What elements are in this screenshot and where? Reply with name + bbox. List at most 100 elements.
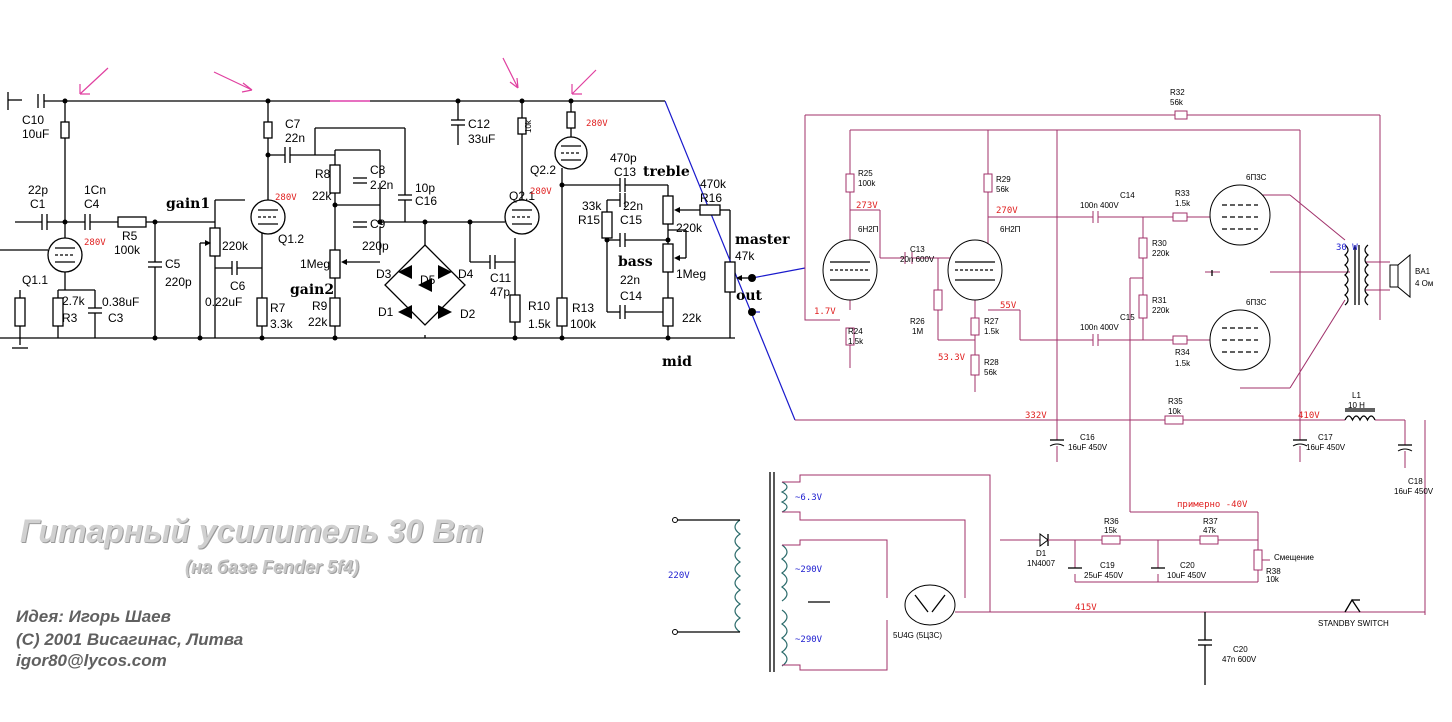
- label-r36: R36: [1104, 517, 1119, 526]
- label-r16-value: 470k: [700, 177, 727, 191]
- poweramp-wiring: [795, 114, 1426, 615]
- label-r36-value: 15k: [1104, 526, 1118, 535]
- label-bias: Смещение: [1274, 553, 1315, 562]
- label-c9: C9: [370, 217, 386, 231]
- label-c12-value: 33uF: [468, 132, 495, 146]
- label-r25-value: 100k: [858, 179, 876, 188]
- label-c16: C16: [415, 194, 437, 208]
- label-r30-value: 220k: [1152, 249, 1170, 258]
- page-subtitle: (на базе Fender 5f4): [185, 557, 360, 577]
- poweramp-labels: R32 56k R25 100k 273V 6Н2П R29 56k 270V …: [814, 88, 1433, 377]
- label-rectifier: 5U4G (5Ц3С): [893, 631, 942, 640]
- label-c18: C18: [1408, 477, 1423, 486]
- label-r34: R34: [1175, 348, 1190, 357]
- voltage-q11: 280V: [84, 238, 106, 248]
- label-bass-pot: 1Meg: [676, 267, 706, 281]
- label-c13: C13: [614, 165, 636, 179]
- label-d1s-value: 1N4007: [1027, 559, 1056, 568]
- label-q12: Q1.2: [278, 232, 304, 246]
- label-c10-value: 10uF: [22, 127, 49, 141]
- label-r31-value: 220k: [1152, 306, 1170, 315]
- voltage-q21: 280V: [530, 187, 552, 197]
- label-r35-value: 10k: [1168, 407, 1182, 416]
- power-supply: [672, 472, 1425, 685]
- label-bass: bass: [618, 254, 653, 270]
- label-c14-value: 22n: [620, 273, 640, 287]
- label-standby: STANDBY SWITCH: [1318, 619, 1389, 628]
- label-r3-value: 2.7k: [62, 294, 86, 308]
- label-c20-value: 10uF 450V: [1167, 571, 1207, 580]
- label-c14p: C14: [1120, 191, 1135, 200]
- label-r38: R38: [1266, 567, 1281, 576]
- label-c13-value: 470p: [610, 151, 637, 165]
- label-r26-value: 1M: [912, 327, 923, 336]
- label-d1: D1: [378, 305, 394, 319]
- label-treble-pot: 220k: [676, 221, 703, 235]
- label-d4: D4: [458, 267, 474, 281]
- label-mid-pot: 22k: [682, 311, 702, 325]
- label-r9: R9: [312, 299, 328, 313]
- credit-copyright: (C) 2001 Висагинас, Литва: [16, 630, 244, 649]
- label-r26: R26: [910, 317, 925, 326]
- voltage-53-3: 53.3V: [938, 353, 966, 363]
- label-r10: R10: [528, 299, 550, 313]
- label-r8: R8: [315, 167, 331, 181]
- label-r7-value: 3.3k: [270, 317, 294, 331]
- voltage-270: 270V: [996, 206, 1018, 216]
- label-sec-290a: ~290V: [795, 565, 823, 575]
- label-mid: mid: [662, 354, 692, 370]
- label-c12: C12: [468, 117, 490, 131]
- label-res-q21: 10k: [524, 119, 533, 133]
- label-c6-value: 0.22uF: [205, 295, 242, 309]
- label-master: master: [735, 232, 790, 248]
- label-c20b: C20: [1233, 645, 1248, 654]
- label-r30: R30: [1152, 239, 1167, 248]
- voltage-410: 410V: [1298, 411, 1320, 421]
- label-r29-value: 56k: [996, 185, 1010, 194]
- label-c8-value: 2.2n: [370, 178, 393, 192]
- label-r5-value: 100k: [114, 243, 141, 257]
- annotation-arrows: [79, 57, 597, 95]
- label-r9-value: 22k: [308, 315, 328, 329]
- label-r16: R16: [700, 191, 722, 205]
- credit-email[interactable]: igor80@lycos.com: [16, 651, 167, 670]
- label-c15p: C15: [1120, 313, 1135, 322]
- label-r33: R33: [1175, 189, 1190, 198]
- label-ba1-value: 4 Ом: [1415, 279, 1433, 288]
- label-r31: R31: [1152, 296, 1167, 305]
- label-r28-value: 56k: [984, 368, 998, 377]
- preamp-wiring: [0, 92, 806, 421]
- label-r27: R27: [984, 317, 999, 326]
- label-c7: C7: [285, 117, 301, 131]
- label-mains: 220V: [668, 571, 690, 581]
- label-c5-value: 220p: [165, 275, 192, 289]
- label-gain1-pot: 220k: [222, 239, 249, 253]
- label-r34-value: 1.5k: [1175, 359, 1191, 368]
- label-watts: 30 W: [1336, 243, 1358, 253]
- label-r8-value: 22k: [312, 189, 332, 203]
- label-c13p-value: 20n 600V: [900, 255, 935, 264]
- label-r5: R5: [122, 229, 138, 243]
- label-c19: C19: [1100, 561, 1115, 570]
- label-c18-value: 16uF 450V: [1394, 487, 1434, 496]
- label-d1s: D1: [1036, 549, 1047, 558]
- label-c13p: C13: [910, 245, 925, 254]
- label-c16s: C16: [1080, 433, 1095, 442]
- label-c7-value: 22n: [285, 131, 305, 145]
- label-r15: R15: [578, 213, 600, 227]
- label-c8: C8: [370, 163, 386, 177]
- voltage-415: 415V: [1075, 603, 1097, 613]
- label-r29: R29: [996, 175, 1011, 184]
- label-c19-value: 25uF 450V: [1084, 571, 1124, 580]
- junction-dots: [62, 98, 756, 341]
- label-r35: R35: [1168, 397, 1183, 406]
- label-c14p-value: 100n 400V: [1080, 201, 1119, 210]
- voltage-q22: 280V: [586, 119, 608, 129]
- voltage-1-7: 1.7V: [814, 307, 836, 317]
- label-sec-290b: ~290V: [795, 635, 823, 645]
- label-gain2: gain2: [290, 282, 334, 298]
- credit-idea: Идея: Игорь Шаев: [16, 607, 171, 626]
- label-r32-value: 56k: [1170, 98, 1184, 107]
